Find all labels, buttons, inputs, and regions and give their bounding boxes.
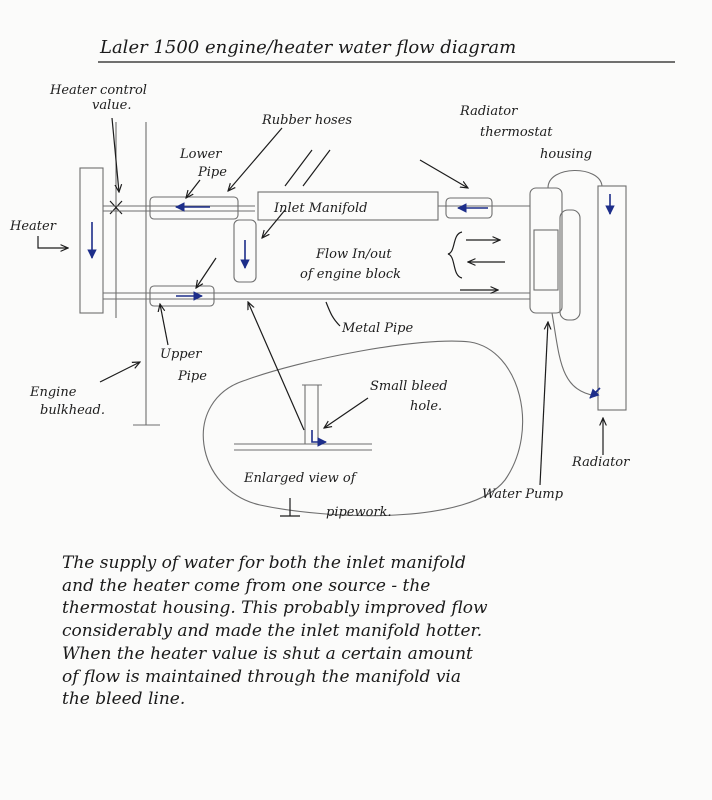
- bottom-radiator-hose: [551, 312, 597, 397]
- hose-tick-1: [284, 149, 313, 187]
- housing-label: housing: [540, 147, 592, 162]
- pump-pulley: [559, 209, 581, 321]
- water-pump-body: [533, 229, 559, 291]
- small-bleed-hole-label-1: Small bleed: [370, 379, 448, 394]
- flow-in-out-label-2: of engine block: [300, 267, 401, 282]
- diagram-title: Laler 1500 engine/heater water flow diag…: [99, 37, 516, 58]
- radiator-box: [597, 185, 627, 411]
- heater-pointer: [37, 236, 68, 248]
- note-line-5: When the heater value is shut a certain …: [62, 643, 473, 664]
- engine-bulkhead-label-2: bulkhead.: [40, 403, 105, 418]
- upper-pipe-label-1: Upper: [160, 347, 202, 362]
- heater-control-valve-icon: [109, 200, 123, 215]
- note-line-3: thermostat housing. This probably improv…: [62, 598, 488, 619]
- bleed-hose: [233, 219, 257, 283]
- manifold-hose: [445, 197, 493, 219]
- enlarged-view-label-2: pipework.: [326, 505, 392, 520]
- bleed-hole-pointer: [324, 397, 369, 428]
- note-line-6: of flow is maintained through the manifo…: [62, 666, 462, 687]
- water-pump-pointer: [539, 322, 548, 486]
- heater-box: [79, 167, 104, 314]
- lower-pipe-label-1: Lower: [179, 147, 222, 162]
- flow-brace: [447, 231, 463, 279]
- inlet-manifold-label: Inlet Manifold: [273, 201, 367, 216]
- thermostat-label: thermostat: [480, 125, 553, 140]
- valve-pointer: [111, 117, 119, 192]
- bulkhead-pointer: [99, 362, 140, 383]
- metal-pipe-label: Metal Pipe: [341, 321, 413, 336]
- explanation-notes: The supply of water for both the inlet m…: [62, 552, 662, 711]
- heater-label: Heater: [9, 219, 57, 234]
- note-line-2: and the heater come from one source - th…: [62, 575, 431, 596]
- note-line-7: the bleed line.: [62, 689, 186, 710]
- lower-pipe-hose: [149, 196, 239, 220]
- upper-pipe-pointer: [160, 304, 169, 346]
- enlarged-flow-arrow: [311, 430, 327, 447]
- radiator-out-arrow: [589, 387, 601, 399]
- metal-pipe-pointer: [325, 301, 341, 327]
- enlarged-view-outline: [202, 340, 524, 517]
- flow-in-out-label-1: Flow In/out: [315, 247, 392, 262]
- lower-pipe-label-2: Pipe: [197, 165, 227, 180]
- enlarged-view-pointer: [248, 302, 305, 431]
- top-radiator-hose: [547, 169, 603, 189]
- note-line-4: considerably and made the inlet manifold…: [62, 621, 483, 642]
- rubber-hoses-label: Rubber hoses: [261, 113, 352, 128]
- small-bleed-hole-label-2: hole.: [410, 399, 442, 414]
- hose-pointer-2: [419, 159, 468, 188]
- radiator-label-1: Radiator: [459, 104, 518, 119]
- hose-pointer-3: [262, 209, 286, 238]
- radiator-label: Radiator: [571, 455, 630, 470]
- lower-pipe-pointer: [186, 179, 201, 198]
- heater-control-valve-label-1: Heater control: [49, 83, 147, 98]
- upper-pipe-hose: [149, 285, 215, 307]
- thermostat-housing: [529, 187, 563, 314]
- enlarged-view-label-1: Enlarged view of: [243, 471, 358, 486]
- heater-control-valve-label-2: value.: [92, 98, 131, 113]
- upper-hose-pointer: [196, 257, 217, 288]
- hose-tick-2: [302, 149, 331, 187]
- water-pump-label: Water Pump: [482, 487, 564, 502]
- engine-bulkhead-label-1: Engine: [29, 385, 77, 400]
- note-line-1: The supply of water for both the inlet m…: [62, 553, 466, 573]
- upper-pipe-label-2: Pipe: [177, 369, 207, 384]
- hose-pointer-1: [228, 127, 283, 191]
